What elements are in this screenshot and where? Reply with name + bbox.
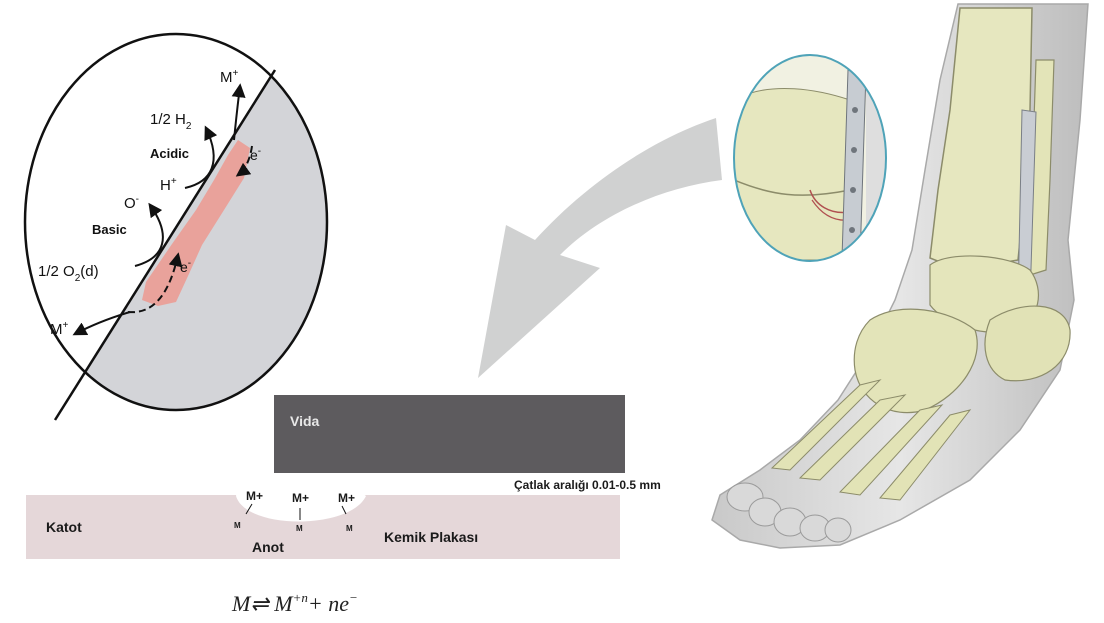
fracture-inset	[734, 55, 886, 261]
crevice-schematic: Vida Çatlak aralığı 0.01-0.5 mm Katot An…	[26, 395, 661, 559]
tibia-bone	[930, 8, 1032, 270]
toe-5	[825, 518, 851, 542]
plate-label: Kemik Plakası	[384, 529, 478, 545]
corrosion-circle-inset: M+ 1/2 H2 Acidic e- H+ O- Basic e- 1/2 O…	[25, 34, 340, 420]
cathode-label: Katot	[46, 519, 82, 535]
metal-mark-1: M	[234, 521, 241, 530]
basic-label: Basic	[92, 222, 127, 237]
gap-label: Çatlak aralığı 0.01-0.5 mm	[514, 478, 661, 492]
metal-mark-2: M	[296, 524, 303, 533]
screw-block	[274, 395, 625, 473]
acidic-label: Acidic	[150, 146, 189, 161]
screw-label: Vida	[290, 413, 320, 429]
metal-mark-3: M	[346, 524, 353, 533]
anode-label: Anot	[252, 539, 284, 555]
reaction-equation: M⇌ M+n+ ne−	[231, 590, 358, 616]
curved-arrow-icon	[478, 118, 722, 378]
ion-1: M+	[246, 489, 263, 503]
ion-3: M+	[338, 491, 355, 505]
ion-2: M+	[292, 491, 309, 505]
